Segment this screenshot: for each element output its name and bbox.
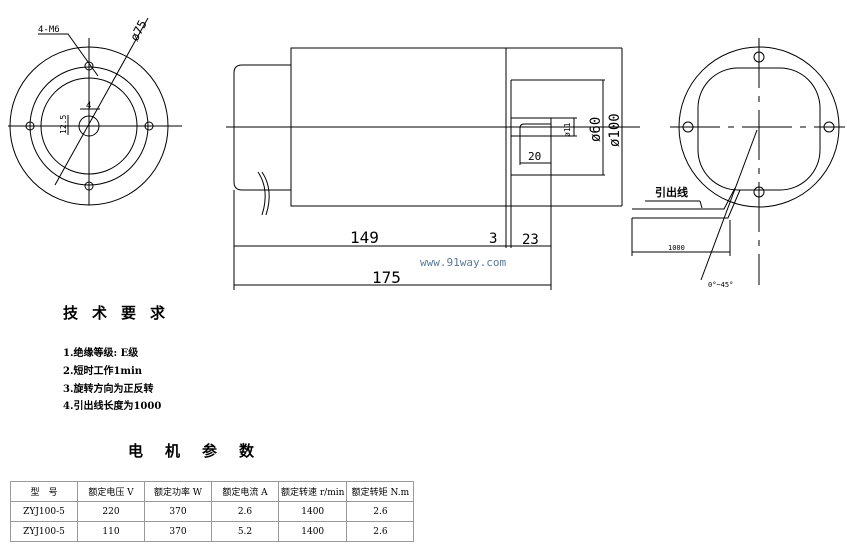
front-end-view: 4-M6 ø75 4 12.5 [8,18,182,206]
params-table: 型 号 额定电压 V 额定功率 W 额定电流 A 额定转速 r/min 额定转矩… [10,481,415,542]
requirement-item: 1.绝缘等级: E级 [63,348,139,359]
angle-label: 0°~45° [708,281,733,289]
cell: 2.6 [346,521,415,542]
lead-wire [257,171,270,216]
cell: 5.2 [211,521,279,542]
requirements-title: 技术要求 [63,304,180,322]
requirement-item: 2.短时工作1min [63,366,143,377]
header-cell: 额定电压 V [77,481,145,502]
header-cell: 额定转速 r/min [277,481,348,502]
lead-length: 1000 [668,244,685,252]
header-cell: 额定转矩 N.m [346,481,415,502]
side-view: 149 3 23 175 20 ø11 ø60 ø100 www.91way.c… [226,47,640,290]
dim-flange-dia: ø100 [607,113,623,147]
header-cell: 额定电流 A [211,481,279,502]
header-cell: 额定功率 W [144,481,212,502]
dim-shaft: 23 [522,232,539,248]
dim-shaft-dia: ø11 [563,122,572,137]
cell: 110 [77,521,145,542]
params-title: 电机参数 [128,442,277,460]
rear-end-view: 引出线 1000 0°~45° [631,38,845,289]
lead-label: 引出线 [655,185,688,199]
dim-key-length: 20 [528,150,541,163]
watermark: www.91way.com [420,256,506,269]
cell: ZYJ100-5 [10,521,78,542]
dim-body: 149 [350,228,379,247]
cell: 370 [144,521,212,542]
table-row: ZYJ100-5 220 370 2.6 1400 2.6 [10,501,415,522]
cell: 220 [77,501,145,522]
dim-total: 175 [372,268,401,287]
key-depth-label: 12.5 [59,115,68,134]
bolt-label: 4-M6 [38,25,60,35]
header-cell: 型 号 [10,481,78,502]
cell: 2.6 [211,501,279,522]
dim-gap: 3 [489,231,497,247]
dim-pilot-dia: ø60 [588,117,604,142]
table-header-row: 型 号 额定电压 V 额定功率 W 额定电流 A 额定转速 r/min 额定转矩… [10,481,415,502]
requirement-item: 4.引出线长度为1000 [63,401,162,412]
cell: 1400 [277,521,348,542]
cell: ZYJ100-5 [10,501,78,522]
table-row: ZYJ100-5 110 370 5.2 1400 2.6 [10,521,415,542]
cell: 370 [144,501,212,522]
cell: 1400 [277,501,348,522]
cell: 2.6 [346,501,415,522]
key-width-label: 4 [86,101,91,111]
requirement-item: 3.旋转方向为正反转 [63,384,154,395]
